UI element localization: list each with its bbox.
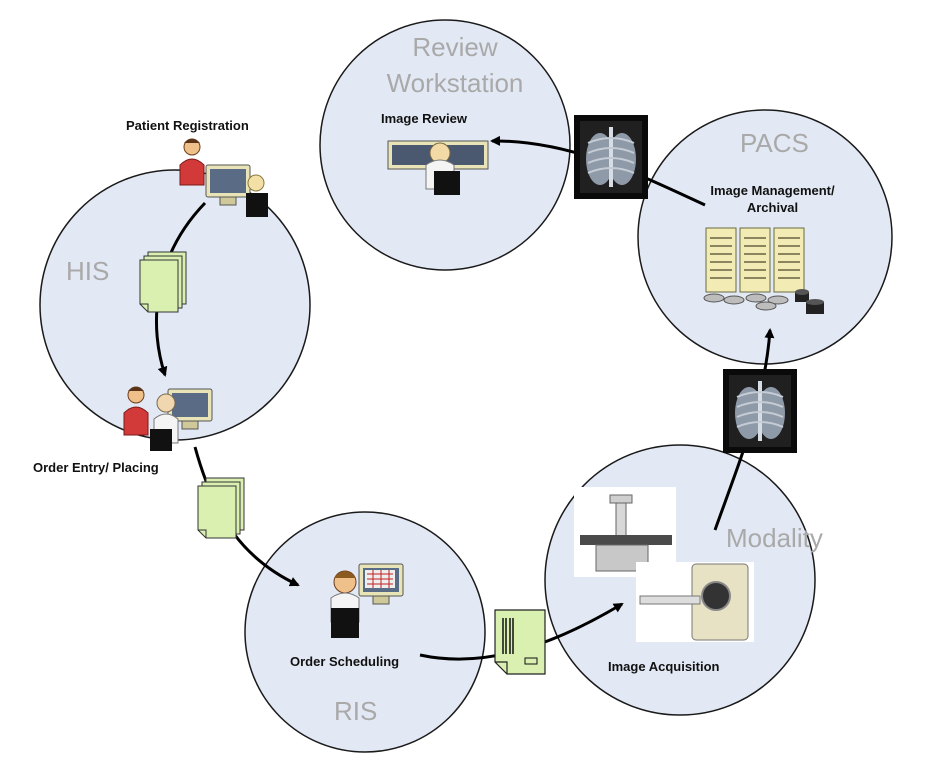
review-title-line1: Review <box>412 32 498 62</box>
his-title: HIS <box>66 256 110 286</box>
order-entry-label: Order Entry/ Placing <box>33 460 159 475</box>
image-management-label-line2: Archival <box>746 200 799 215</box>
modality-title: Modality <box>726 523 823 553</box>
patient-registration-label: Patient Registration <box>126 118 249 133</box>
xray-table-icon <box>574 487 676 577</box>
review-title-line2: Workstation <box>386 68 524 98</box>
mri-scanner-icon <box>636 562 754 642</box>
document-stack-icon <box>197 477 245 539</box>
order-scheduling-label: Order Scheduling <box>290 654 400 669</box>
person-at-computer-icon <box>179 138 268 217</box>
image-acquisition-label: Image Acquisition <box>608 659 720 674</box>
person-at-computer-icon <box>330 563 404 638</box>
document-stack-icon <box>139 251 187 313</box>
xray-film-icon <box>573 114 649 200</box>
person-at-computer-icon <box>123 386 213 451</box>
server-rack-icon <box>705 227 805 293</box>
ris-title: RIS <box>334 696 378 726</box>
ris-circle <box>244 511 486 753</box>
pacs-title: PACS <box>740 128 809 158</box>
barcode-slip-icon <box>494 609 546 675</box>
disk-icon <box>703 289 824 314</box>
image-review-label: Image Review <box>381 111 467 126</box>
person-at-computer-icon <box>387 140 489 195</box>
xray-film-icon <box>722 368 798 454</box>
image-management-label-line1: Image Management/ <box>710 183 835 198</box>
